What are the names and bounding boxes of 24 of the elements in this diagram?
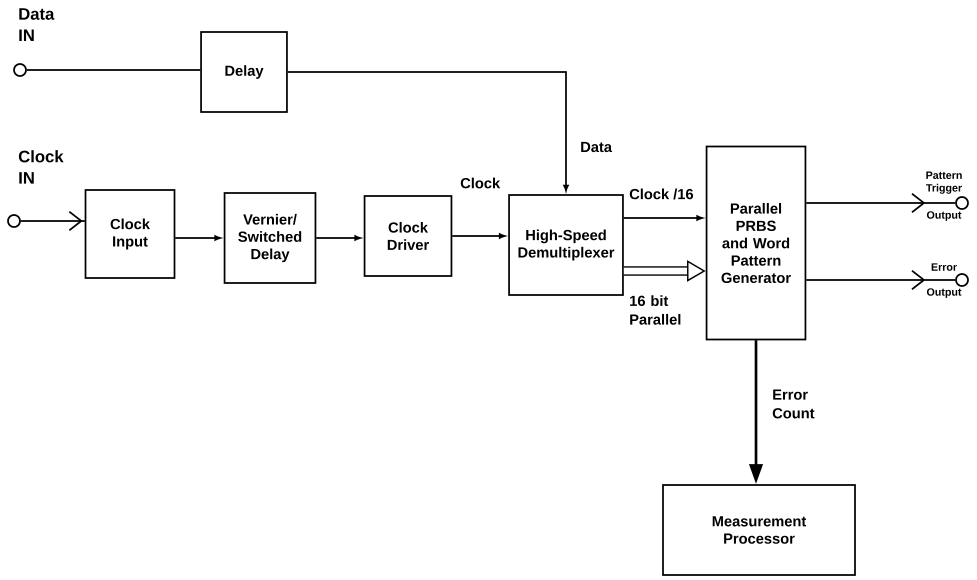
arrow [288, 71, 569, 192]
block-box: High-Speed Demultiplexer [508, 194, 624, 296]
terminal-label: Data IN [19, 8, 54, 41]
terminal-label: Error [932, 263, 957, 271]
block-box: Parallel PRBS and Word Pattern Generator [706, 146, 806, 340]
block-box: Clock Driver [364, 195, 452, 277]
block-box: Vernier/ Switched Delay [224, 192, 316, 284]
arrow [175, 235, 221, 241]
block-box: Measurement Processor [662, 484, 856, 576]
arrow [624, 215, 703, 221]
arrow [316, 235, 361, 241]
terminal-label: Pattern Trigger [926, 172, 962, 194]
arrow [452, 233, 506, 239]
terminal-label: Output [926, 211, 962, 221]
edge-label: Data [581, 142, 612, 152]
edge-label: 16 bit Parallel [630, 295, 680, 325]
block-box: Delay [200, 31, 288, 113]
edge-label: Error Count [772, 390, 814, 418]
edge-label: Clock [460, 178, 500, 188]
terminal-label: Output [926, 288, 962, 298]
arrow [20, 210, 85, 231]
edge-label: Clock /16 [630, 188, 694, 200]
terminal-label: Clock IN [18, 150, 64, 184]
block-box: Clock Input [84, 189, 176, 279]
